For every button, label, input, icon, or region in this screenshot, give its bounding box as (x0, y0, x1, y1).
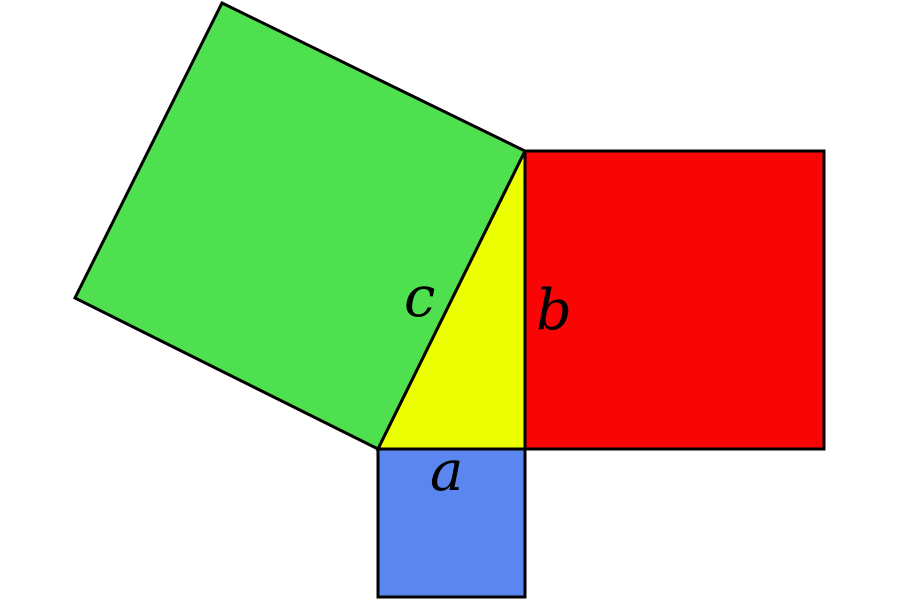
label-a: a (430, 439, 463, 504)
right-triangle (375, 150, 527, 451)
label-b: b (536, 278, 572, 343)
label-c: c (404, 265, 435, 330)
